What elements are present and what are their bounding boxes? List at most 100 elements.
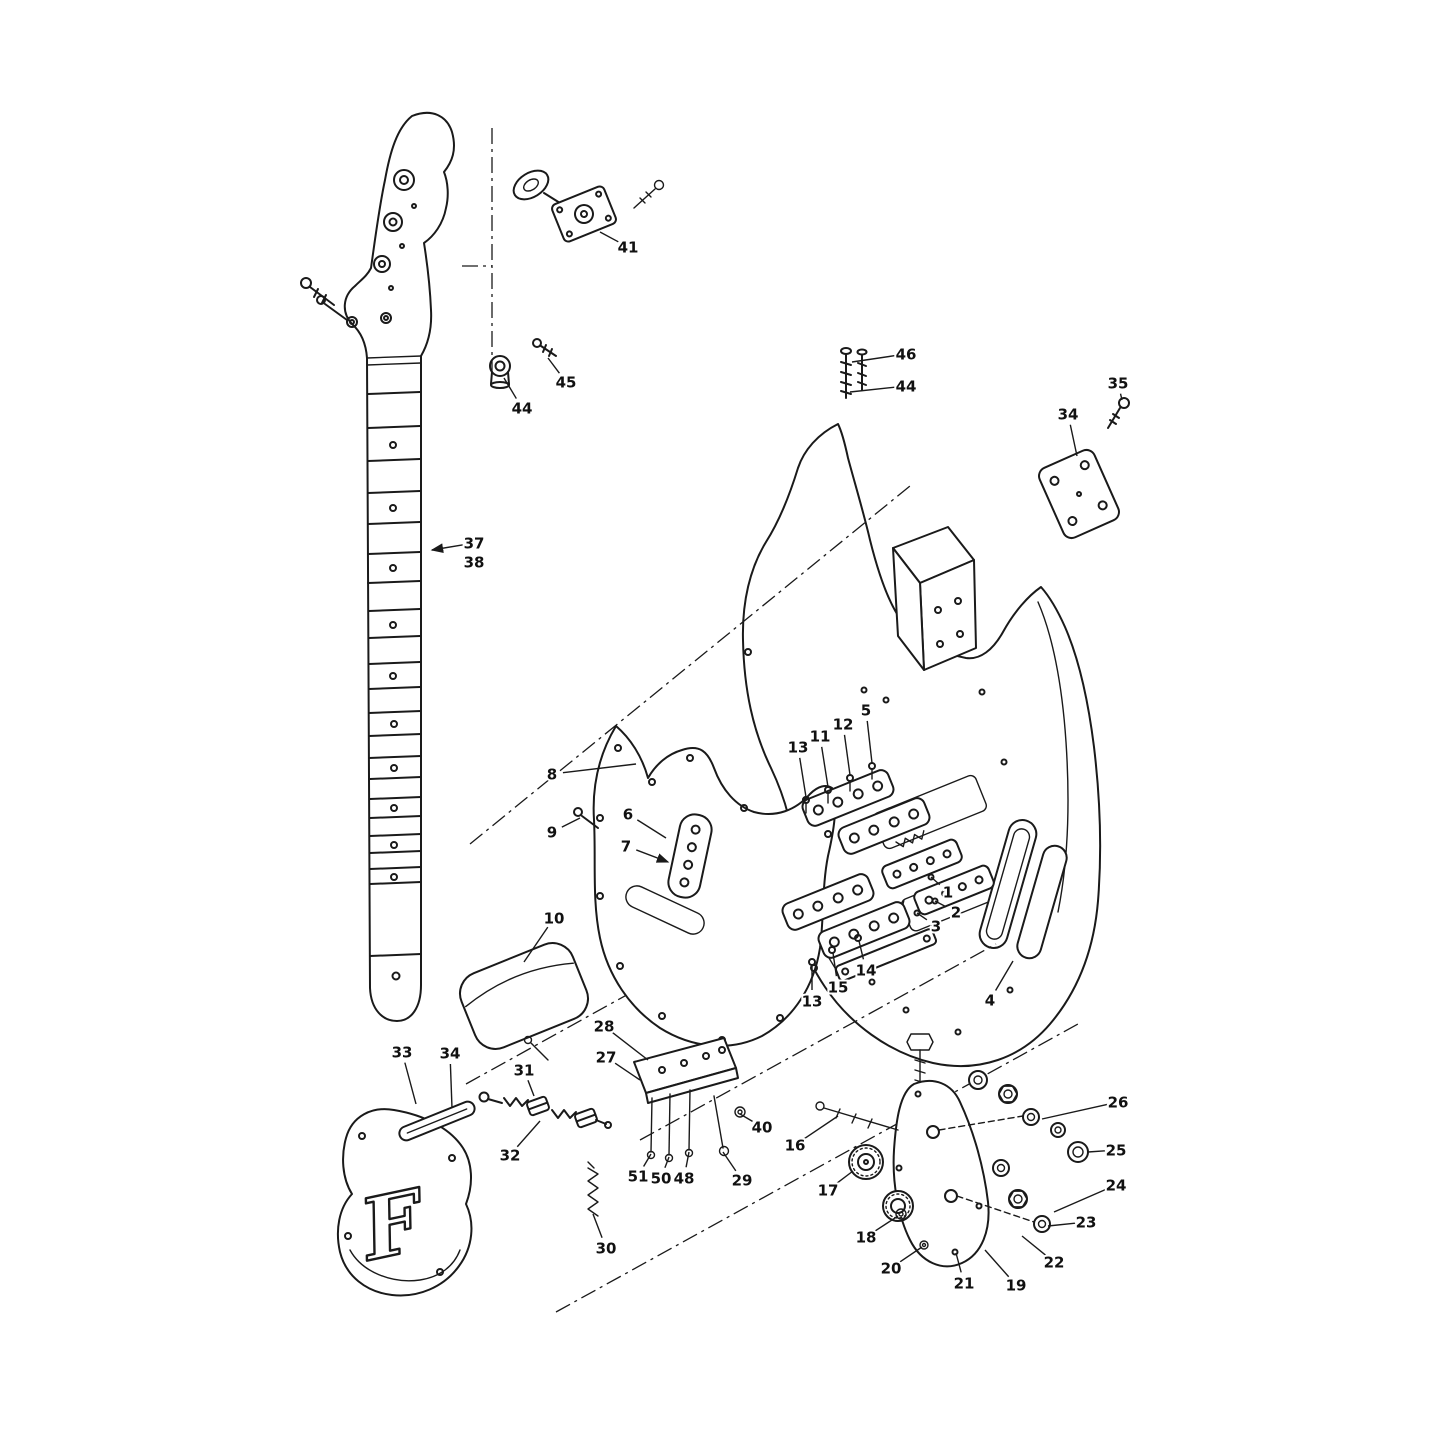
neck-plate xyxy=(1038,448,1120,540)
part-number-11: 11 xyxy=(810,727,831,745)
leader-line-45 xyxy=(547,357,560,374)
headstock-details xyxy=(373,169,417,324)
part-number-18: 18 xyxy=(856,1228,877,1246)
headstock-screws xyxy=(300,277,358,328)
neck-plate-screw xyxy=(1107,397,1130,429)
leader-line-48 xyxy=(685,1151,690,1168)
leader-line-46 xyxy=(851,354,896,363)
leader-line-30 xyxy=(592,1213,603,1238)
leader-line-19 xyxy=(984,1249,1010,1278)
part-number-28: 28 xyxy=(594,1017,615,1035)
leader-line-25 xyxy=(1087,1150,1106,1153)
leader-line-50 xyxy=(664,1156,670,1168)
part-number-25: 25 xyxy=(1106,1141,1127,1159)
leader-line-40 xyxy=(739,1113,753,1123)
part-number-40: 40 xyxy=(752,1118,773,1136)
part-number-48: 48 xyxy=(674,1169,695,1187)
part-number-19: 19 xyxy=(1006,1276,1027,1294)
leader-line-29 xyxy=(722,1151,737,1172)
part-number-29: 29 xyxy=(732,1171,753,1189)
part-number-1: 1 xyxy=(943,883,953,901)
string-ferrule-and-screw xyxy=(489,338,557,389)
part-number-44: 44 xyxy=(896,377,917,395)
leader-line-51 xyxy=(642,1153,652,1167)
part-number-15: 15 xyxy=(828,978,849,996)
part-number-51: 51 xyxy=(628,1167,649,1185)
part-number-34: 34 xyxy=(440,1044,461,1062)
leader-line-13 xyxy=(799,757,807,798)
part-number-10: 10 xyxy=(544,909,565,927)
part-number-27: 27 xyxy=(596,1048,617,1066)
part-number-46: 46 xyxy=(896,345,917,363)
leader-line-18 xyxy=(874,1215,899,1232)
leader-line-3 xyxy=(916,912,928,921)
part-number-41: 41 xyxy=(618,238,639,256)
leader-line-37 xyxy=(430,543,464,553)
saddle-parts-row xyxy=(478,1091,612,1129)
part-number-16: 16 xyxy=(785,1136,806,1154)
part-number-8: 8 xyxy=(547,765,557,783)
leader-line-17 xyxy=(836,1170,854,1184)
part-number-17: 17 xyxy=(818,1181,839,1199)
part-number-23: 23 xyxy=(1076,1213,1097,1231)
leader-line-20 xyxy=(899,1246,923,1263)
bridge-cover xyxy=(459,942,589,1061)
leader-line-24 xyxy=(1053,1188,1107,1213)
frets xyxy=(367,391,422,957)
part-number-37: 37 xyxy=(464,534,485,552)
leader-line-1 xyxy=(930,876,941,886)
part-number-20: 20 xyxy=(881,1259,902,1277)
leader-line-10 xyxy=(523,926,549,963)
f-logo-plate: F xyxy=(337,1100,476,1297)
leader-line-16 xyxy=(803,1115,839,1140)
body-cover-slot-2 xyxy=(1016,844,1068,960)
pickguard-slot xyxy=(625,885,705,935)
control-knob-1 xyxy=(848,1144,884,1180)
part-number-21: 21 xyxy=(954,1274,975,1292)
leader-line-14 xyxy=(858,940,865,960)
leader-line-28 xyxy=(612,1032,649,1061)
part-number-22: 22 xyxy=(1044,1253,1065,1271)
part-number-9: 9 xyxy=(547,823,557,841)
leader-line-31 xyxy=(527,1080,535,1097)
leader-line-22 xyxy=(1021,1235,1046,1256)
leader-line-4 xyxy=(994,960,1014,991)
leader-line-34 xyxy=(449,1063,453,1109)
leader-line-44 xyxy=(849,386,896,393)
leader-line-21 xyxy=(955,1252,962,1273)
part-number-34: 34 xyxy=(1058,405,1079,423)
leader-line-2 xyxy=(934,900,947,908)
part-number-30: 30 xyxy=(596,1239,617,1257)
part-number-14: 14 xyxy=(856,961,877,979)
part-number-7: 7 xyxy=(621,837,631,855)
bridge-assembly xyxy=(587,1037,746,1217)
leader-line-41 xyxy=(599,231,619,243)
part-number-2: 2 xyxy=(951,903,961,921)
leader-line-35 xyxy=(1119,393,1123,401)
part-number-13: 13 xyxy=(788,738,809,756)
leader-line-6 xyxy=(636,819,667,839)
leader-line-26 xyxy=(1041,1103,1108,1120)
guitar-neck xyxy=(343,111,455,1022)
leader-line-9 xyxy=(561,817,581,828)
part-number-32: 32 xyxy=(500,1146,521,1164)
leader-line-7 xyxy=(636,849,670,863)
callout-leaders xyxy=(404,231,1123,1278)
pickup-assembly xyxy=(781,762,995,982)
leader-line-32 xyxy=(516,1120,541,1148)
pickguard-pickup-cover xyxy=(667,813,713,899)
part-number-3: 3 xyxy=(931,917,941,935)
part-number-24: 24 xyxy=(1106,1176,1127,1194)
leader-line-15 xyxy=(832,952,838,977)
leader-line-34 xyxy=(1069,424,1078,457)
part-number-33: 33 xyxy=(392,1043,413,1061)
control-plate-assembly xyxy=(815,1033,1089,1268)
leader-line-8 xyxy=(562,763,637,774)
part-number-31: 31 xyxy=(514,1061,535,1079)
leader-line-27 xyxy=(614,1062,641,1081)
leader-line-44 xyxy=(503,377,517,399)
part-number-6: 6 xyxy=(623,805,633,823)
